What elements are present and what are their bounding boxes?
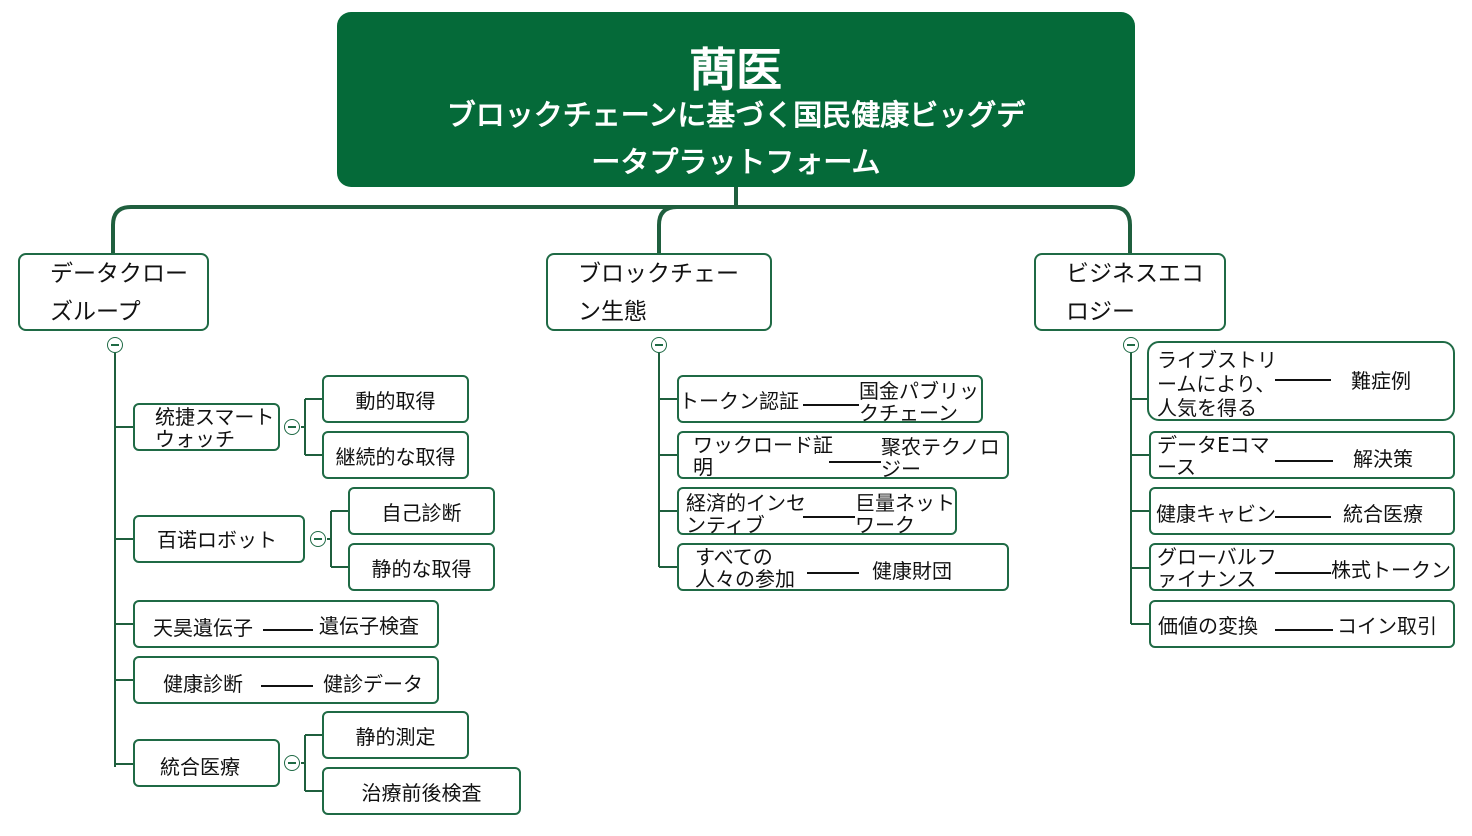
- collapse-toggle-smartwatch[interactable]: [284, 419, 300, 435]
- node-value-conversion[interactable]: 価値の変換 コイン取引: [1149, 600, 1455, 648]
- relation-dash: [1275, 629, 1333, 631]
- central-topic-subtitle: ブロックチェーンに基づく国民健康ビッグデータプラットフォーム: [446, 98, 1026, 179]
- node-genetics[interactable]: 天昊遺伝子 遺伝子検査: [133, 600, 439, 648]
- collapse-toggle-data-close-loop[interactable]: [107, 337, 123, 353]
- node-label: 百诺ロボット: [157, 528, 277, 552]
- relation-dash: [1275, 572, 1331, 574]
- node-integrated-medicine[interactable]: 統合医療: [133, 739, 280, 787]
- node-robot[interactable]: 百诺ロボット: [133, 515, 305, 563]
- node-work-proof[interactable]: ワックロード証明 聚农テクノロジー: [677, 431, 1009, 481]
- node-smartwatch[interactable]: 统捷スマートウォッチ: [133, 403, 280, 451]
- relation-dash: [263, 629, 313, 631]
- relation-dash: [807, 572, 859, 574]
- leaf-dynamic-acquisition[interactable]: 動的取得: [322, 375, 469, 423]
- node-everyone-participation[interactable]: すべての人々の参加 健康財団: [677, 543, 1009, 591]
- relation-dash: [1275, 516, 1331, 518]
- node-right-label: 難症例: [1351, 369, 1411, 393]
- node-right-label: 統合医療: [1343, 502, 1423, 526]
- node-data-ecommerce[interactable]: データEコマース 解決策: [1149, 431, 1455, 479]
- node-global-finance[interactable]: グローバルファイナンス 株式トークン: [1149, 543, 1455, 591]
- leaf-continuous-acquisition[interactable]: 継続的な取得: [322, 431, 469, 479]
- node-left-label: 健康キャビン: [1156, 502, 1276, 526]
- category-data-close-loop[interactable]: データクローズループ: [18, 253, 209, 331]
- leaf-static-measurement[interactable]: 静的測定: [322, 711, 469, 759]
- node-left-label: すべての人々の参加: [695, 545, 795, 591]
- leaf-static-acquisition[interactable]: 静的な取得: [348, 543, 495, 591]
- relation-dash: [803, 516, 855, 518]
- node-right-label: 国金パブリックチェーン: [859, 379, 979, 425]
- leaf-self-diagnosis[interactable]: 自己診断: [348, 487, 495, 535]
- node-label: 統合医療: [160, 755, 240, 779]
- leaf-pre-post-treatment-test[interactable]: 治療前後検査: [322, 767, 521, 815]
- node-left-label: ライブストリームにより、人気を得る: [1157, 348, 1277, 420]
- category-blockchain-ecology[interactable]: ブロックチェーン生態: [546, 253, 772, 331]
- node-right-label: 解決策: [1353, 447, 1413, 471]
- node-left-label: データEコマース: [1157, 433, 1270, 479]
- node-health-checkup[interactable]: 健康診断 健診データ: [133, 656, 439, 704]
- collapse-toggle-integrated-medicine[interactable]: [284, 755, 300, 771]
- node-left-label: ワックロード証明: [693, 433, 833, 479]
- node-token-auth[interactable]: トークン認証 国金パブリックチェーン: [677, 375, 983, 425]
- node-left-label: 経済的インセンティブ: [686, 491, 806, 537]
- node-left-label: グローバルファイナンス: [1157, 545, 1277, 591]
- node-label: 健康診断: [163, 672, 243, 696]
- node-right-label: 遺伝子検査: [319, 614, 419, 638]
- collapse-toggle-robot[interactable]: [310, 531, 326, 547]
- node-economic-incentive[interactable]: 経済的インセンティブ 巨量ネットワーク: [677, 487, 957, 537]
- node-right-label: 健康財団: [872, 559, 952, 583]
- node-left-label: 価値の変換: [1158, 614, 1258, 638]
- collapse-toggle-business[interactable]: [1123, 337, 1139, 353]
- relation-dash: [261, 685, 313, 687]
- central-topic-title: 蔄医: [690, 43, 782, 97]
- node-livestream[interactable]: ライブストリームにより、人気を得る 難症例: [1147, 341, 1455, 421]
- collapse-toggle-blockchain[interactable]: [651, 337, 667, 353]
- central-topic: 蔄医 ブロックチェーンに基づく国民健康ビッグデータプラットフォーム: [337, 12, 1135, 187]
- node-health-cabin[interactable]: 健康キャビン 統合医療: [1149, 487, 1455, 535]
- relation-dash: [803, 404, 859, 406]
- node-label: 统捷スマートウォッチ: [155, 405, 275, 451]
- node-right-label: 聚农テクノロジー: [881, 435, 1000, 481]
- node-right-label: 株式トークン: [1331, 558, 1451, 582]
- node-right-label: 巨量ネットワーク: [855, 491, 955, 537]
- node-right-label: 健診データ: [323, 672, 423, 696]
- relation-dash: [1275, 460, 1333, 462]
- node-label: 天昊遺伝子: [153, 616, 253, 640]
- relation-dash: [1275, 379, 1331, 381]
- relation-dash: [829, 461, 881, 463]
- node-right-label: コイン取引: [1337, 614, 1437, 638]
- node-left-label: トークン認証: [679, 389, 799, 413]
- category-business-ecology[interactable]: ビジネスエコロジー: [1034, 253, 1226, 331]
